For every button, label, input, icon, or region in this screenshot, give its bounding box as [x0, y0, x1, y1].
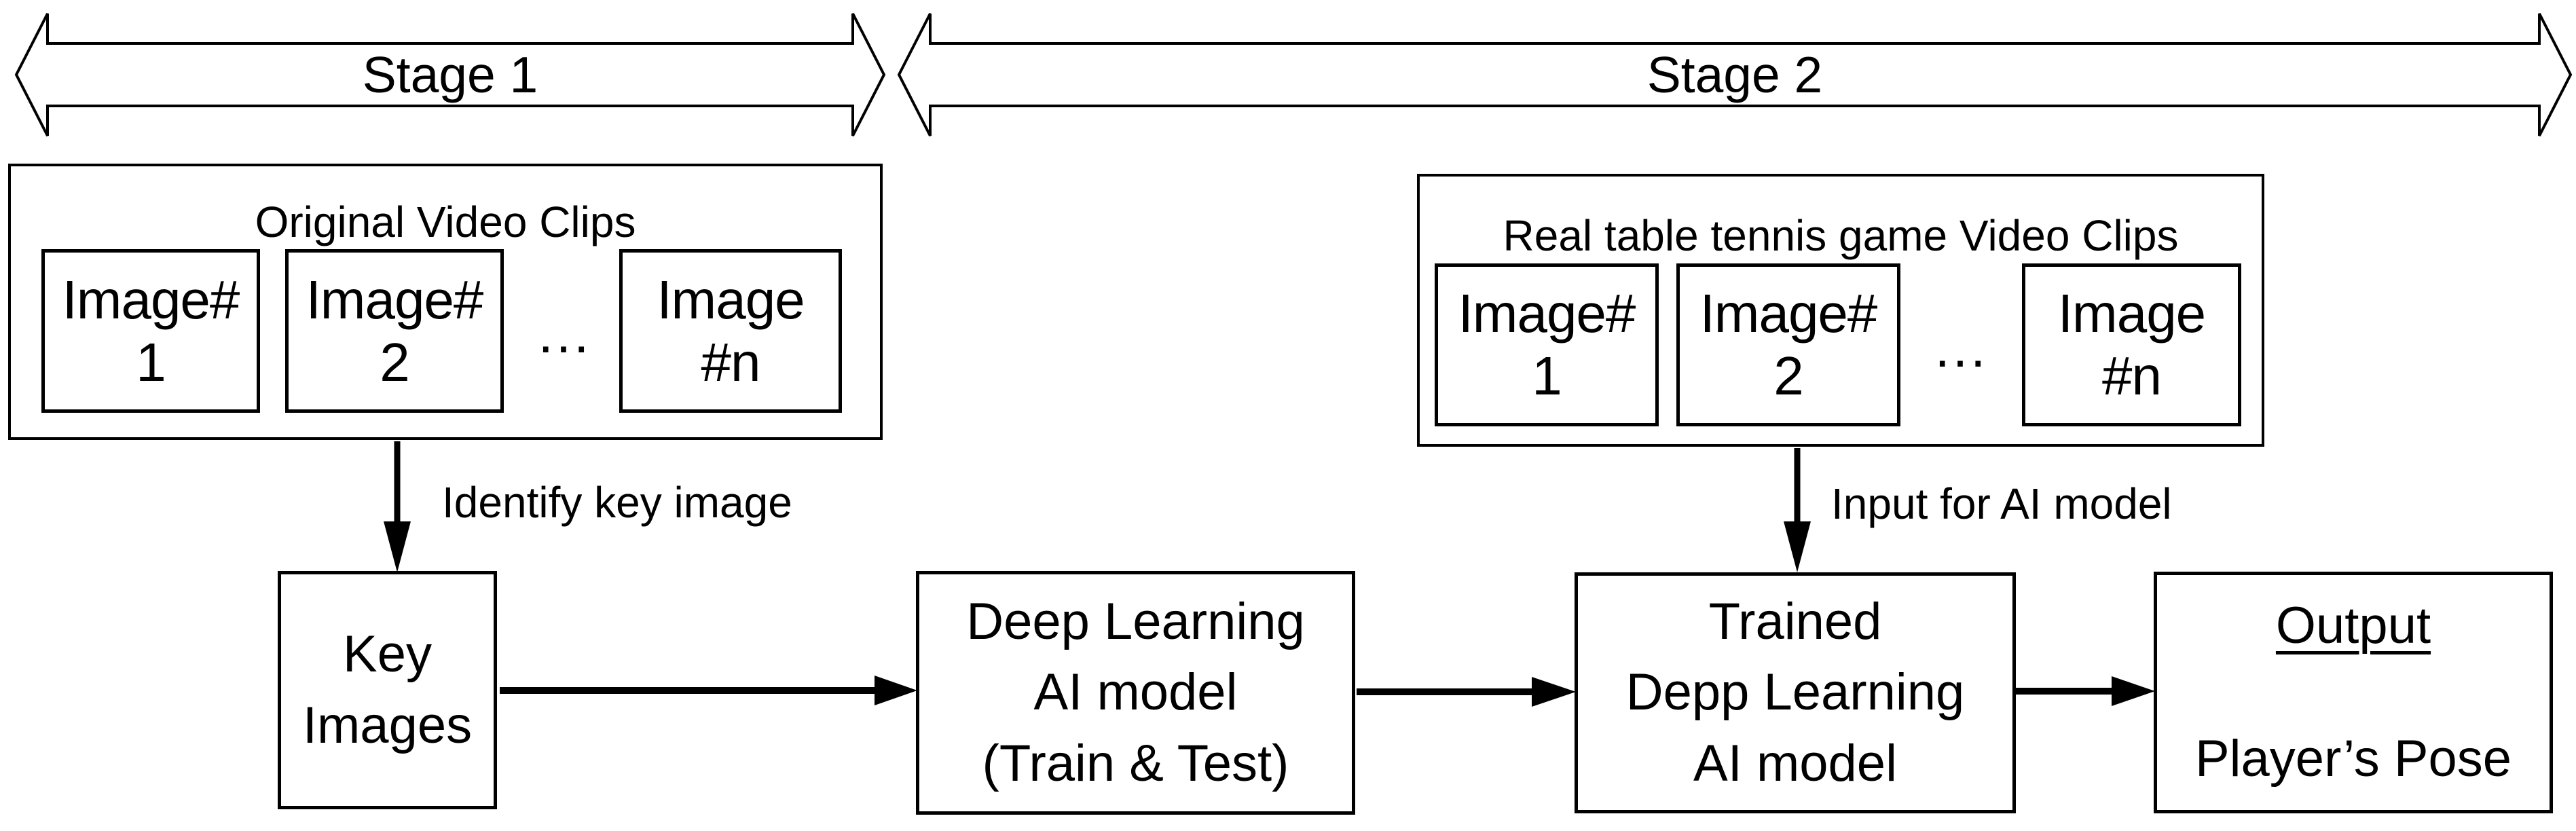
key-images-line2: Images — [302, 696, 473, 754]
stage1-banner-label: Stage 1 — [362, 46, 538, 103]
stage2-frame-image2: Image# 2 — [1676, 263, 1900, 426]
trained-model-line3: AI model — [1693, 734, 1897, 792]
stage1-frames-ellipsis: ... — [538, 303, 592, 364]
deep-learning-line2: AI model — [1033, 663, 1238, 722]
arrow-clips-to-key-images-head — [384, 521, 411, 572]
original-video-clips-title: Original Video Clips — [255, 198, 636, 246]
trained-model-line2: Depp Learning — [1625, 663, 1965, 722]
stage2-banner-arrow — [897, 13, 2573, 136]
stage2-frame-image2-line2: 2 — [1773, 346, 1803, 406]
stage2-frame-image1-line1: Image# — [1458, 283, 1636, 344]
stage2-frame-imagen: Image #n — [2022, 263, 2241, 426]
stage1-frame-image2-line1: Image# — [306, 269, 484, 330]
trained-model-box: Trained Depp Learning AI model — [1575, 572, 2016, 813]
stage2-banner-arrow-shape — [897, 13, 2573, 136]
stage2-frames-ellipsis: ... — [1934, 318, 1989, 378]
deep-learning-model-box: Deep Learning AI model (Train & Test) — [916, 571, 1355, 815]
stage2-frame-image1: Image# 1 — [1435, 263, 1659, 426]
key-images-line1: Key — [343, 625, 432, 684]
stage2-banner-label: Stage 2 — [1646, 46, 1823, 103]
stage1-frame-image2-line2: 2 — [380, 331, 409, 392]
stage1-frame-image2: Image# 2 — [285, 249, 504, 413]
stage1-frame-image1-line1: Image# — [62, 269, 240, 330]
output-box-value: Player’s Pose — [2194, 730, 2512, 788]
stage1-frame-imagen-line2: #n — [701, 331, 761, 392]
identify-key-image-label: Identify key image — [442, 478, 792, 527]
arrow-key-images-to-deep-learning-head — [875, 676, 917, 705]
stage2-frame-imagen-line2: #n — [2102, 346, 2162, 406]
output-box: Output Player’s Pose — [2154, 572, 2553, 813]
stage1-frame-image1-line2: 1 — [136, 331, 166, 392]
output-box-title: Output — [2275, 596, 2431, 654]
deep-learning-line1: Deep Learning — [966, 593, 1305, 651]
stage1-frame-imagen-line1: Image — [657, 269, 805, 330]
arrow-trained-to-output-head — [2112, 676, 2155, 706]
deep-learning-line3: (Train & Test) — [982, 734, 1289, 792]
stage2-frame-image2-line1: Image# — [1699, 283, 1878, 344]
stage2-frame-imagen-line1: Image — [2057, 283, 2206, 344]
arrow-deep-learning-to-trained-head — [1532, 677, 1576, 707]
key-images-box: Key Images — [278, 571, 497, 809]
arrow-clips-to-trained-head — [1784, 521, 1811, 572]
stage1-frame-imagen: Image #n — [619, 249, 842, 413]
stage1-banner-arrow-shape — [14, 13, 886, 136]
stage1-banner-arrow — [14, 13, 886, 136]
input-for-ai-model-label: Input for AI model — [1831, 479, 2172, 528]
stage2-frame-image1-line2: 1 — [1532, 346, 1562, 406]
real-game-video-clips-title: Real table tennis game Video Clips — [1503, 211, 2179, 260]
stage1-frame-image1: Image# 1 — [41, 249, 260, 413]
trained-model-line1: Trained — [1708, 593, 1882, 651]
